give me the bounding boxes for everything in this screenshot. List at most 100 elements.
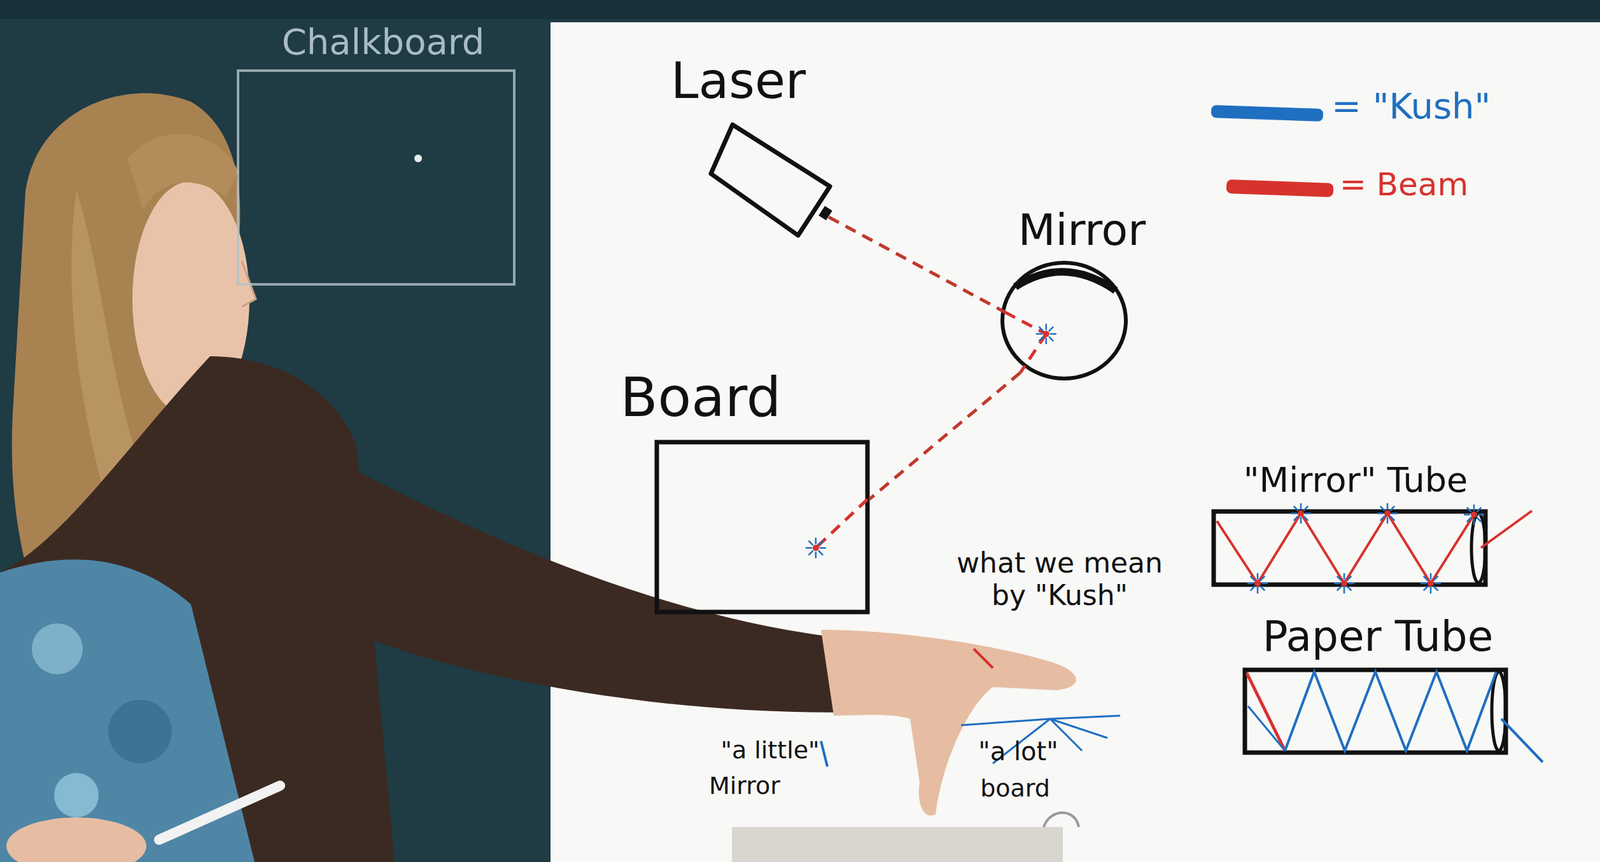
- hair-front: [127, 134, 239, 211]
- beam-spot: [1297, 510, 1305, 517]
- kush-tick: [818, 540, 823, 546]
- kush-tick: [1048, 336, 1054, 342]
- chalk-outline: [238, 70, 515, 285]
- beam-spot: [812, 544, 820, 552]
- beam-stroke: [973, 649, 993, 669]
- beam-spot: [1427, 580, 1434, 587]
- shape-outline: [654, 440, 870, 615]
- kush-tick: [1036, 333, 1043, 336]
- laser-nozzle: [818, 206, 833, 221]
- entry-beam: [1246, 673, 1285, 751]
- shape-outline: [999, 260, 1129, 382]
- tube-end: [1491, 672, 1506, 751]
- kush-tick: [808, 551, 813, 556]
- kush-tick: [1477, 514, 1485, 517]
- poster: [550, 22, 1600, 862]
- binder: [731, 827, 1063, 862]
- kush-tick: [819, 547, 827, 550]
- kush-tick: [1476, 517, 1481, 522]
- kush-stroke: [1248, 706, 1285, 751]
- other-hand: [6, 817, 147, 862]
- kush-tick: [1420, 582, 1427, 585]
- shirt-pattern: [31, 623, 83, 675]
- chalk-spot: [414, 154, 422, 163]
- kush-tick: [1247, 582, 1254, 585]
- exit-beam: [1480, 511, 1532, 548]
- beam-dash: [1004, 312, 1047, 335]
- kush-tick: [1347, 582, 1355, 585]
- kush-tick: [808, 540, 813, 546]
- kush-tick: [1256, 587, 1259, 594]
- tube-outline: [1244, 670, 1506, 753]
- kush-tick: [1256, 573, 1259, 580]
- kush-tick: [1337, 576, 1342, 582]
- kush-tick: [1433, 576, 1438, 582]
- kush-tick: [1434, 582, 1441, 585]
- kush-tick: [1300, 503, 1303, 510]
- kush-tick: [815, 551, 818, 559]
- kush-tick: [1293, 506, 1299, 512]
- beam-spot: [1470, 511, 1478, 519]
- tube-end: [1471, 513, 1486, 583]
- kush-tick: [1380, 506, 1385, 512]
- kush-tick: [1333, 582, 1341, 585]
- tube-outline: [1213, 511, 1486, 585]
- shape-outline: [708, 122, 832, 239]
- node-heading: Laser: [645, 54, 831, 113]
- paper-tube: Paper Tube: [1234, 614, 1553, 761]
- beam-spot: [1254, 580, 1261, 587]
- kush-tick: [1260, 586, 1265, 591]
- mirror-tube: "Mirror" Tube: [1202, 461, 1534, 589]
- kush-tick: [1423, 576, 1429, 582]
- kush-tick: [1391, 512, 1398, 515]
- kush-tick: [1423, 586, 1429, 591]
- kush-tick: [1386, 503, 1389, 510]
- arm: [286, 432, 841, 713]
- kush-tick: [1250, 586, 1256, 591]
- shirt-pattern: [54, 773, 99, 818]
- kush-tick: [1337, 586, 1342, 591]
- example-text: Mirror: [700, 772, 790, 801]
- kush-tick: [815, 537, 818, 545]
- laser-beam: [869, 372, 1021, 500]
- legend-swatch: [1226, 179, 1334, 198]
- kush-tick: [1473, 518, 1476, 526]
- node-heading: Mirror: [986, 206, 1178, 258]
- kush-tick: [1380, 516, 1385, 521]
- mirror-outline: [1002, 262, 1126, 379]
- legend-text: = "Kush": [1331, 85, 1523, 127]
- kush-tick: [1050, 333, 1057, 336]
- node-heading: Board: [605, 367, 797, 428]
- node-shape: [1242, 668, 1508, 755]
- kush-tick: [1045, 337, 1047, 345]
- shirt-pattern: [108, 700, 172, 764]
- kush-tick: [1343, 587, 1346, 594]
- laser-box: Laser: [642, 54, 834, 239]
- beam-spot: [1043, 330, 1050, 338]
- beam-dash: [1020, 334, 1046, 373]
- laser-body: [710, 124, 830, 236]
- legend-text: = Beam: [1339, 166, 1506, 204]
- node-shape: [708, 122, 832, 239]
- chalkboard-box: Chalkboard: [236, 22, 530, 290]
- exit-kush: [1501, 719, 1543, 763]
- example-text: board: [970, 775, 1060, 804]
- shape-outline: [1211, 509, 1488, 587]
- kush-tick: [1346, 586, 1352, 591]
- legend-swatch: [1211, 105, 1324, 122]
- kush-tick: [1476, 507, 1481, 513]
- kush-tick: [1386, 517, 1389, 524]
- kush-tick: [1303, 506, 1308, 512]
- kush-stroke: [821, 741, 828, 767]
- node-heading: Paper Tube: [1237, 614, 1518, 667]
- node-shape: [236, 69, 516, 286]
- pen: [159, 785, 281, 841]
- kush-tick: [1430, 587, 1432, 594]
- node-shape: [999, 260, 1129, 382]
- board-outline: [656, 442, 868, 613]
- binder-ring: [1043, 813, 1079, 829]
